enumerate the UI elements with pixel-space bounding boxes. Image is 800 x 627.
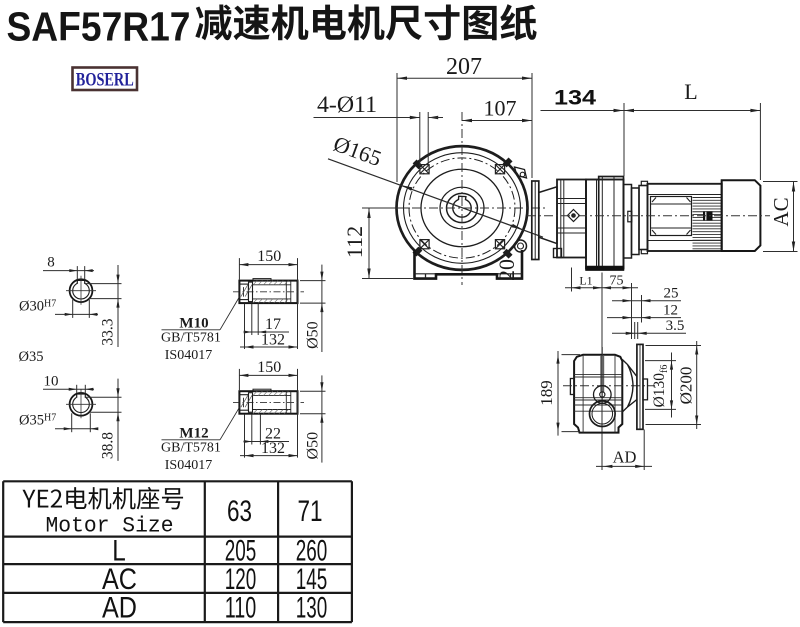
svg-text:AC: AC [102,563,137,596]
svg-text:GB/T5781: GB/T5781 [161,330,221,345]
svg-text:AD: AD [613,448,637,467]
svg-text:207: 207 [446,54,482,80]
svg-text:GB/T5781: GB/T5781 [161,440,221,455]
svg-text:130: 130 [296,592,328,625]
svg-text:132: 132 [261,332,285,349]
svg-text:260: 260 [296,535,328,568]
svg-text:33.3: 33.3 [100,318,117,345]
svg-text:10: 10 [44,373,59,389]
svg-text:Ø35: Ø35 [19,349,44,365]
svg-text:134: 134 [554,87,596,110]
svg-text:63: 63 [227,495,252,528]
svg-text:8: 8 [47,255,55,271]
svg-text:20: 20 [494,259,519,281]
svg-text:75: 75 [610,274,624,289]
svg-text:3.5: 3.5 [666,318,685,334]
svg-text:189: 189 [537,380,556,406]
svg-text:132: 132 [261,440,285,457]
svg-text:150: 150 [257,248,281,265]
svg-text:Ø130f6: Ø130f6 [651,365,670,408]
svg-text:150: 150 [257,359,281,376]
svg-text:205: 205 [225,535,257,568]
svg-text:38.8: 38.8 [100,432,117,459]
svg-text:12: 12 [663,303,678,319]
svg-text:M12: M12 [179,426,208,442]
svg-text:Ø50: Ø50 [304,321,321,349]
svg-text:L1: L1 [579,274,592,288]
svg-text:Ø200: Ø200 [677,367,696,405]
svg-text:L: L [112,535,126,568]
svg-text:M10: M10 [179,316,208,332]
svg-text:BOSERL: BOSERL [76,70,134,91]
svg-text:120: 120 [225,563,257,596]
svg-text:71: 71 [298,495,323,528]
svg-text:AC: AC [769,197,793,226]
svg-text:110: 110 [225,592,257,625]
svg-text:IS04017: IS04017 [165,458,212,473]
svg-text:107: 107 [484,96,517,121]
svg-text:SAF57R17: SAF57R17 [7,4,191,50]
svg-text:4-Ø11: 4-Ø11 [317,92,377,117]
svg-text:17: 17 [265,316,281,333]
svg-text:Ø50: Ø50 [304,432,321,460]
svg-text:Motor Size: Motor Size [46,514,174,539]
svg-text:IS04017: IS04017 [165,348,212,363]
svg-text:25: 25 [664,286,679,302]
svg-text:L: L [684,79,697,104]
svg-text:145: 145 [296,563,328,596]
svg-text:AD: AD [102,592,137,625]
svg-text:22: 22 [265,426,281,443]
svg-text:112: 112 [342,226,367,258]
